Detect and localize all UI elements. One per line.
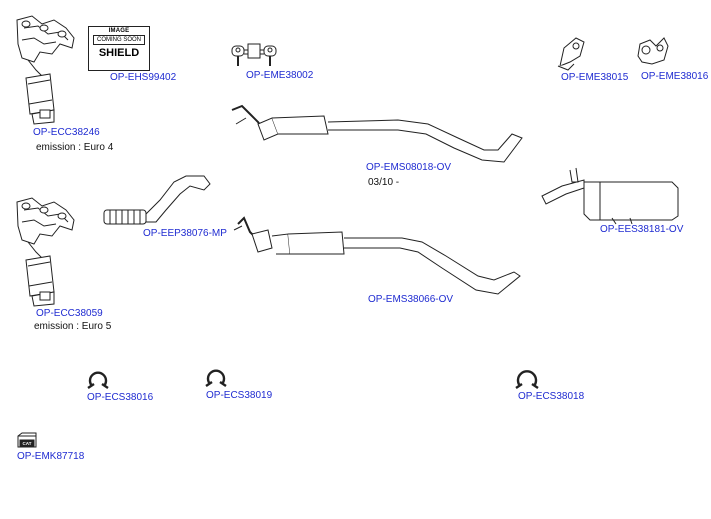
part-code[interactable]: OP-EME38015 [561,72,629,83]
placeholder-line: IMAGE [108,28,130,34]
catalytic-manifold-icon[interactable] [14,196,76,308]
placeholder-line: SHIELD [98,47,140,59]
mounting-kit-icon[interactable]: CAT [16,432,38,450]
exhaust-mount-icon[interactable] [230,40,278,70]
rear-silencer-icon[interactable] [540,166,682,224]
part-code[interactable]: OP-EME38002 [246,70,314,81]
part-code[interactable]: OP-ECS38018 [518,391,585,402]
part-code[interactable]: OP-EMK87718 [17,451,85,462]
placeholder-line: COMING SOON [93,35,145,45]
part-note: emission : Euro 5 [34,321,112,332]
part-code[interactable]: OP-EMS08018-OV [366,162,452,173]
heat-shield-placeholder-icon[interactable]: IMAGE COMING SOON SHIELD [88,26,150,71]
middle-silencer-icon[interactable] [232,214,528,298]
svg-text:CAT: CAT [23,441,32,446]
part-code[interactable]: OP-ECC38246 [33,127,100,138]
flexible-pipe-icon[interactable] [100,170,212,228]
part-code[interactable]: OP-EHS99402 [110,72,177,83]
middle-silencer-icon[interactable] [228,104,528,166]
part-code[interactable]: OP-ECS38016 [87,392,154,403]
part-code[interactable]: OP-EME38016 [641,71,709,82]
part-code[interactable]: OP-ECC38059 [36,308,103,319]
part-code[interactable]: OP-EMS38066-OV [368,294,454,305]
part-code[interactable]: OP-EEP38076-MP [143,228,227,239]
part-note: 03/10 - [368,177,400,188]
part-code[interactable]: OP-EES38181-OV [600,224,684,235]
exhaust-clamp-icon[interactable] [514,364,540,392]
exhaust-clamp-icon[interactable] [204,364,228,390]
exhaust-bracket-icon[interactable] [634,36,670,68]
exhaust-clamp-icon[interactable] [86,366,110,392]
part-code[interactable]: OP-ECS38019 [206,390,273,401]
part-note: emission : Euro 4 [36,142,114,153]
exhaust-bracket-icon[interactable] [556,36,588,72]
catalytic-manifold-icon[interactable] [14,14,76,126]
